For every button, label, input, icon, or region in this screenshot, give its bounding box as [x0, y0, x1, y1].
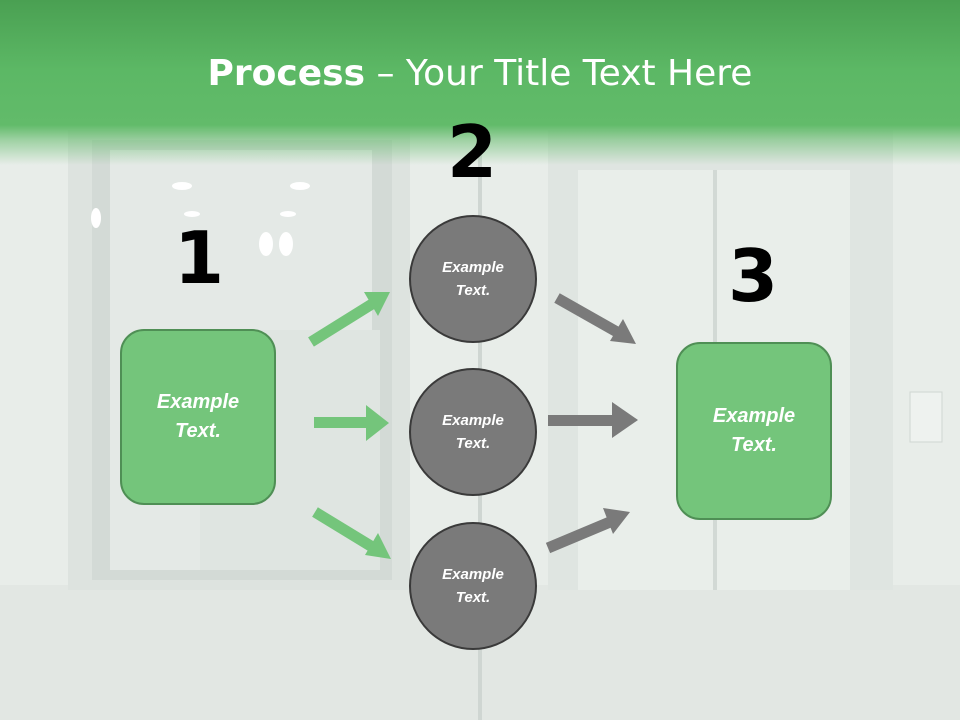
gray-arrow-up	[545, 508, 630, 554]
header-band	[0, 0, 960, 165]
step-2-circle-1: Example Text.	[409, 215, 537, 343]
slide-title: Process – Your Title Text Here	[0, 52, 960, 96]
step-3-box: Example Text.	[676, 342, 832, 520]
gray-arrow-down	[554, 293, 636, 344]
step-3-text: Example Text.	[712, 405, 796, 456]
step-1-box: Example Text.	[120, 329, 276, 505]
title-bold: Process	[207, 53, 366, 94]
step-number-1: 1	[173, 216, 225, 300]
step-2-circle-3-text: Example Text.	[442, 566, 504, 606]
step-2-circle-1-text: Example Text.	[442, 259, 504, 299]
step-1-text: Example Text.	[156, 391, 240, 442]
title-rest: – Your Title Text Here	[365, 53, 753, 94]
green-arrow-up	[308, 292, 390, 347]
step-2-circle-2: Example Text.	[409, 368, 537, 496]
green-arrow-down	[312, 507, 391, 559]
green-arrow-right	[314, 405, 389, 441]
step-2-circle-2-text: Example Text.	[442, 412, 504, 452]
step-number-2: 2	[446, 110, 498, 194]
gray-arrow-right	[548, 402, 638, 438]
step-2-circle-3: Example Text.	[409, 522, 537, 650]
step-number-3: 3	[727, 234, 779, 318]
